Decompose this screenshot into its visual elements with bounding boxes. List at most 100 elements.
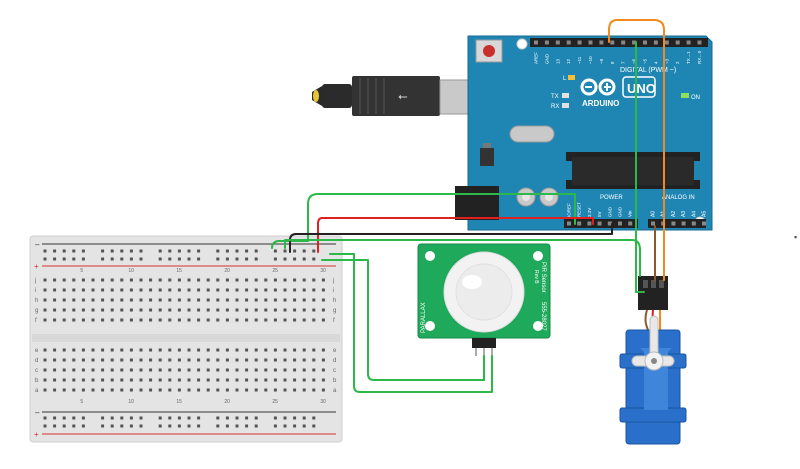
rail-hole[interactable] [225, 257, 229, 261]
breadboard-hole[interactable] [43, 358, 47, 362]
breadboard-hole[interactable] [72, 358, 76, 362]
breadboard-hole[interactable] [91, 318, 95, 322]
breadboard-hole[interactable] [302, 368, 306, 372]
breadboard-hole[interactable] [254, 288, 258, 292]
breadboard-hole[interactable] [293, 278, 297, 282]
digital-pin-hole[interactable] [534, 40, 538, 45]
breadboard-hole[interactable] [312, 358, 316, 362]
rail-hole[interactable] [197, 416, 201, 420]
breadboard-hole[interactable] [129, 278, 133, 282]
rail-hole[interactable] [53, 424, 57, 428]
breadboard-hole[interactable] [216, 388, 220, 392]
digital-pin-hole[interactable] [686, 40, 691, 45]
breadboard-hole[interactable] [43, 318, 47, 322]
breadboard-hole[interactable] [53, 348, 57, 352]
breadboard-hole[interactable] [302, 298, 306, 302]
breadboard-hole[interactable] [149, 308, 153, 312]
rail-hole[interactable] [293, 416, 297, 420]
breadboard-hole[interactable] [101, 378, 105, 382]
breadboard-hole[interactable] [235, 318, 239, 322]
wire-green-pir-signal[interactable] [635, 41, 645, 293]
rail-hole[interactable] [283, 416, 287, 420]
breadboard-hole[interactable] [110, 288, 114, 292]
breadboard-hole[interactable] [225, 298, 229, 302]
rail-hole[interactable] [216, 249, 220, 253]
breadboard-hole[interactable] [81, 298, 85, 302]
rail-hole[interactable] [293, 249, 297, 253]
breadboard-hole[interactable] [110, 378, 114, 382]
breadboard-hole[interactable] [283, 278, 287, 282]
breadboard-hole[interactable] [206, 318, 210, 322]
breadboard-hole[interactable] [245, 348, 249, 352]
digital-pin-hole[interactable] [621, 40, 626, 45]
pir-sensor[interactable]: PIR Sensor Rev B 555-28027 PARALLAX [417, 243, 551, 356]
rail-hole[interactable] [139, 249, 143, 253]
breadboard-hole[interactable] [177, 348, 181, 352]
breadboard-hole[interactable] [312, 288, 316, 292]
analog-pin-hole[interactable] [651, 221, 655, 226]
breadboard-hole[interactable] [101, 348, 105, 352]
rail-hole[interactable] [225, 249, 229, 253]
breadboard-hole[interactable] [264, 278, 268, 282]
breadboard-hole[interactable] [139, 388, 143, 392]
breadboard-hole[interactable] [197, 278, 201, 282]
wire-green-servo-power[interactable] [284, 239, 641, 277]
breadboard-hole[interactable] [139, 378, 143, 382]
breadboard-hole[interactable] [302, 388, 306, 392]
breadboard-hole[interactable] [235, 378, 239, 382]
rail-hole[interactable] [273, 416, 277, 420]
breadboard-hole[interactable] [321, 278, 325, 282]
breadboard-hole[interactable] [293, 318, 297, 322]
breadboard-hole[interactable] [235, 308, 239, 312]
breadboard-hole[interactable] [91, 278, 95, 282]
rail-hole[interactable] [62, 416, 66, 420]
breadboard-hole[interactable] [81, 278, 85, 282]
breadboard-hole[interactable] [254, 358, 258, 362]
breadboard-hole[interactable] [53, 358, 57, 362]
breadboard-hole[interactable] [254, 278, 258, 282]
rail-hole[interactable] [110, 424, 114, 428]
breadboard-hole[interactable] [101, 388, 105, 392]
breadboard-hole[interactable] [293, 298, 297, 302]
rail-hole[interactable] [81, 424, 85, 428]
breadboard-hole[interactable] [43, 388, 47, 392]
rail-hole[interactable] [168, 249, 172, 253]
breadboard-hole[interactable] [283, 308, 287, 312]
breadboard-hole[interactable] [187, 358, 191, 362]
rail-hole[interactable] [197, 249, 201, 253]
breadboard-hole[interactable] [110, 318, 114, 322]
breadboard-hole[interactable] [321, 378, 325, 382]
breadboard-hole[interactable] [216, 358, 220, 362]
rail-hole[interactable] [43, 416, 47, 420]
digital-pin-hole[interactable] [610, 40, 615, 45]
digital-pin-hole[interactable] [697, 40, 702, 45]
rail-hole[interactable] [168, 257, 172, 261]
breadboard-hole[interactable] [225, 378, 229, 382]
digital-pin-hole[interactable] [664, 40, 669, 45]
breadboard-hole[interactable] [177, 318, 181, 322]
rail-hole[interactable] [62, 424, 66, 428]
breadboard-hole[interactable] [62, 358, 66, 362]
breadboard-hole[interactable] [235, 358, 239, 362]
rail-hole[interactable] [120, 249, 124, 253]
rail-hole[interactable] [129, 249, 133, 253]
rail-hole[interactable] [158, 257, 162, 261]
breadboard-hole[interactable] [149, 388, 153, 392]
rail-hole[interactable] [139, 257, 143, 261]
breadboard-hole[interactable] [81, 378, 85, 382]
breadboard-hole[interactable] [149, 298, 153, 302]
breadboard-hole[interactable] [273, 308, 277, 312]
breadboard-hole[interactable] [245, 298, 249, 302]
breadboard-hole[interactable] [62, 348, 66, 352]
breadboard-hole[interactable] [120, 388, 124, 392]
breadboard-hole[interactable] [149, 288, 153, 292]
breadboard-hole[interactable] [264, 298, 268, 302]
breadboard-hole[interactable] [321, 288, 325, 292]
power-pin-hole[interactable] [577, 221, 582, 226]
breadboard-hole[interactable] [206, 308, 210, 312]
rail-hole[interactable] [72, 257, 76, 261]
breadboard-hole[interactable] [91, 308, 95, 312]
breadboard-hole[interactable] [254, 348, 258, 352]
rail-hole[interactable] [158, 416, 162, 420]
